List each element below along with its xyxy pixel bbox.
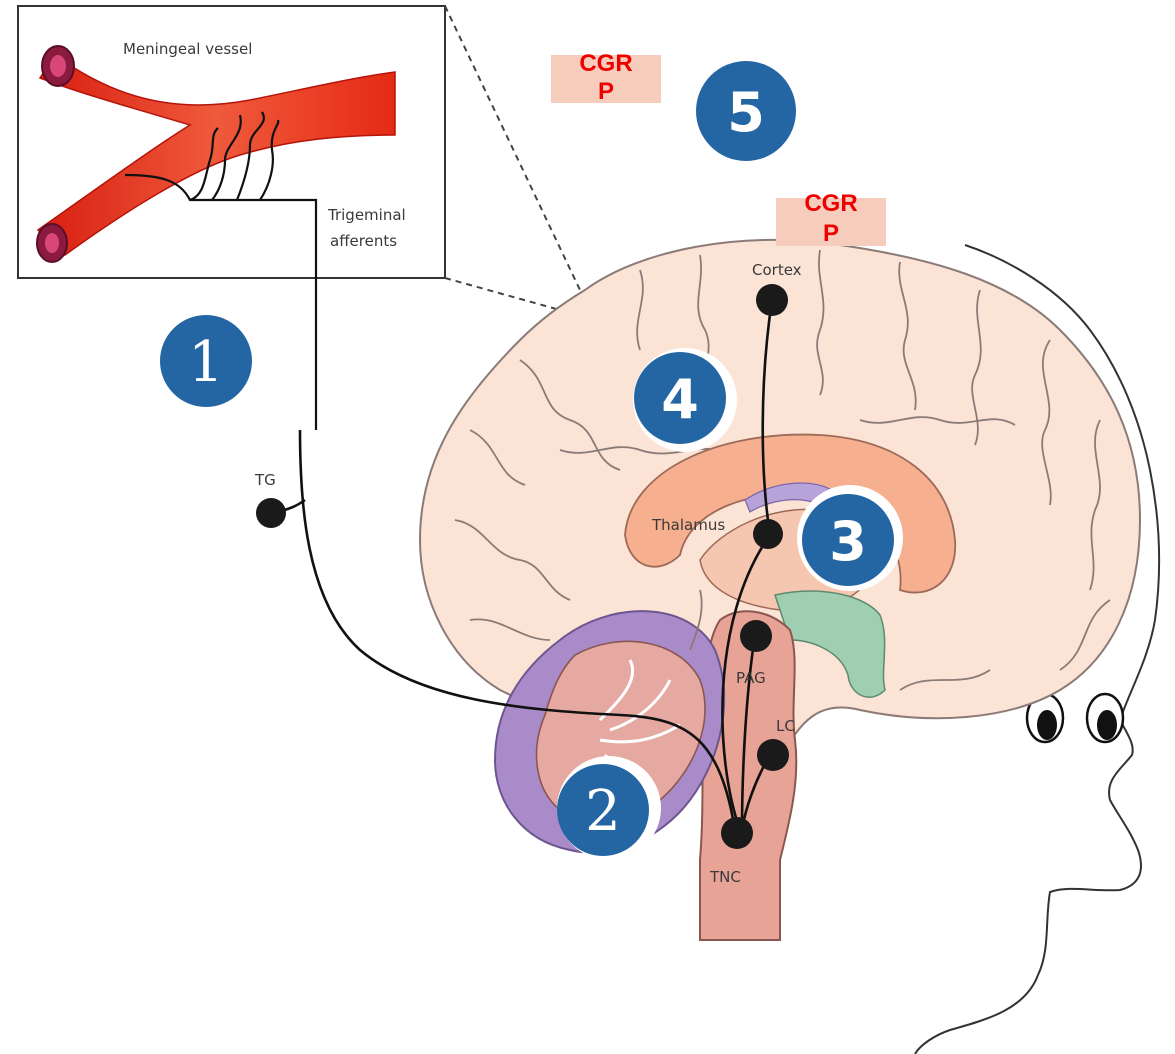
zoom-line-bottom xyxy=(445,278,560,310)
cortex-label: Cortex xyxy=(752,261,802,279)
cgrp-tag-brain: CGR P xyxy=(776,198,886,246)
badge-1-number: 1 xyxy=(188,330,224,395)
tnc-node xyxy=(721,817,753,849)
meningeal-vessel-label: Meningeal vessel xyxy=(123,40,252,58)
lc-node xyxy=(757,739,789,771)
pag-label: PAG xyxy=(736,669,766,687)
badge-5-number: 5 xyxy=(727,81,765,144)
tnc-label: TNC xyxy=(709,868,741,886)
badge-5: 5 xyxy=(696,61,796,161)
badge-1: 1 xyxy=(160,315,252,407)
badge-4: 4 xyxy=(633,348,737,452)
cgrp-tag-brain-line2: P xyxy=(776,219,886,249)
thalamus-node xyxy=(753,519,783,549)
pag-node xyxy=(740,620,772,652)
badge-4-number: 4 xyxy=(661,368,699,431)
cgrp-tag-brain-line1: CGR xyxy=(776,189,886,219)
badge-3: 3 xyxy=(797,485,903,591)
cortex-node xyxy=(756,284,788,316)
thalamus-label: Thalamus xyxy=(651,516,725,534)
trigeminal-label-2: afferents xyxy=(330,232,397,250)
tg-node xyxy=(256,498,286,528)
brain-illustration xyxy=(420,240,1140,940)
trigeminal-label-1: Trigeminal xyxy=(327,206,406,224)
badge-3-number: 3 xyxy=(829,510,867,573)
lc-label: LC xyxy=(776,717,795,735)
badge-2-number: 2 xyxy=(585,779,621,844)
badge-2: 2 xyxy=(557,756,661,860)
tg-label: TG xyxy=(254,471,276,489)
eyes xyxy=(1027,694,1123,742)
cgrp-tag-top: CGR P xyxy=(551,55,661,103)
cgrp-tag-top-line2: P xyxy=(551,79,661,105)
cgrp-tag-top-line1: CGR xyxy=(551,49,661,79)
